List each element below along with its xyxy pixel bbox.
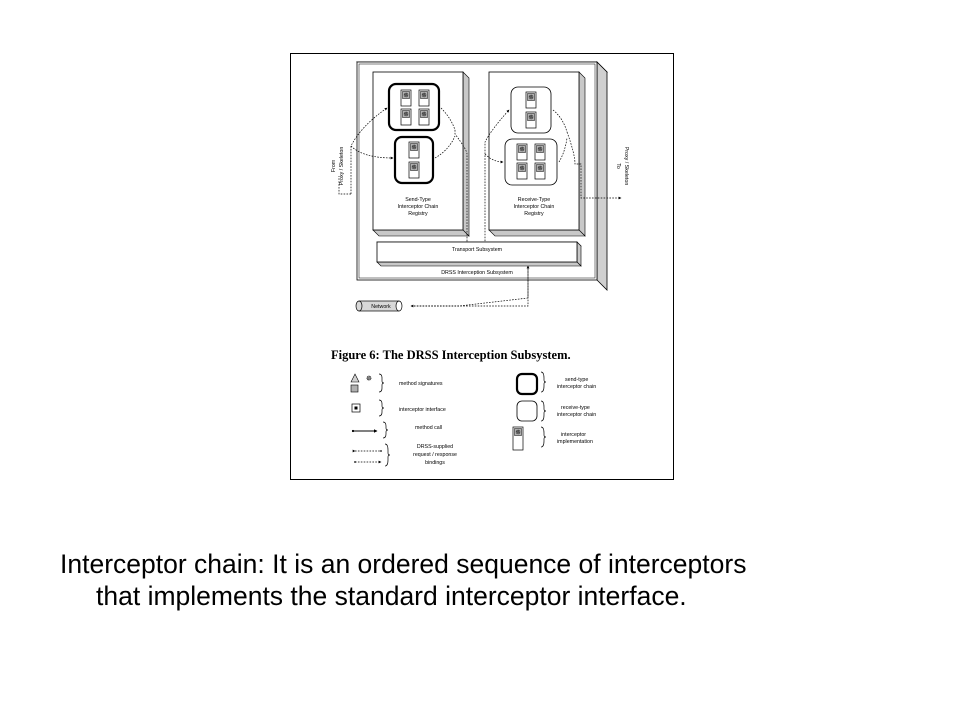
slide-body-text: Interceptor chain: It is an ordered sequ… xyxy=(60,548,940,612)
legend-send-chain-1: send-type xyxy=(565,377,588,383)
method-signature-triangle-icon xyxy=(350,373,360,383)
svg-text:✵: ✵ xyxy=(519,146,525,154)
method-signature-square-icon xyxy=(350,384,359,393)
network-cylinder xyxy=(355,300,403,312)
receive-registry-label-3: Registry xyxy=(524,211,544,217)
brace-icon xyxy=(384,443,391,467)
legend-method-call: method call xyxy=(415,425,442,431)
drss-diagram: Send-Type Interceptor Chain Registry Rec… xyxy=(331,61,629,467)
drss-subsystem-label: DRSS Interception Subsystem xyxy=(441,270,513,276)
to-label-1: To xyxy=(615,163,621,169)
receive-chain-1 xyxy=(510,86,552,134)
svg-text:✵: ✵ xyxy=(537,165,543,173)
interceptor-icon: ✵ xyxy=(408,161,420,179)
svg-text:✵: ✵ xyxy=(528,114,534,122)
legend-implementation-2: implementation xyxy=(557,439,593,445)
interceptor-icon: ✵ xyxy=(418,89,430,107)
binding-connectors xyxy=(350,107,622,308)
svg-text:✵: ✵ xyxy=(403,92,409,100)
brace-icon xyxy=(378,399,385,417)
interceptor-icon: ✵ xyxy=(400,89,412,107)
interceptor-icon: ✵ xyxy=(525,111,537,129)
method-signature-star-icon: ✵ xyxy=(366,374,373,383)
interceptor-icon: ✵ xyxy=(418,108,430,126)
interceptor-icon: ✵ xyxy=(408,141,420,159)
send-chain-1 xyxy=(387,82,441,132)
interceptor-implementation-legend-icon: ✵ xyxy=(512,426,524,451)
svg-text:✵: ✵ xyxy=(515,429,521,437)
svg-text:✵: ✵ xyxy=(403,111,409,119)
receive-registry-label-2: Interceptor Chain xyxy=(514,204,555,210)
svg-text:✵: ✵ xyxy=(519,165,525,173)
svg-text:✵: ✵ xyxy=(537,146,543,154)
svg-text:✵: ✵ xyxy=(411,144,417,152)
from-label-1: From xyxy=(331,159,337,172)
legend-interceptor-interface: interceptor interface xyxy=(399,407,446,413)
legend: ✵ method signatures interceptor interfac… xyxy=(350,371,596,467)
legend-drss-bindings-2: request / response xyxy=(413,452,457,458)
send-registry-label-3: Registry xyxy=(408,211,428,217)
brace-icon xyxy=(382,421,389,439)
send-registry-label-2: Interceptor Chain xyxy=(398,204,439,210)
network-label: Network xyxy=(371,304,391,310)
interceptor-icon: ✵ xyxy=(516,143,528,161)
svg-text:✵: ✵ xyxy=(421,111,427,119)
interceptor-icon: ✵ xyxy=(534,162,546,180)
svg-text:✵: ✵ xyxy=(421,92,427,100)
legend-implementation-1: interceptor xyxy=(561,432,586,438)
legend-receive-chain-2: interceptor chain xyxy=(557,412,596,418)
brace-icon xyxy=(540,400,547,422)
send-chain-legend-icon xyxy=(515,372,539,396)
interceptor-icon: ✵ xyxy=(525,91,537,109)
legend-drss-bindings-1: DRSS-supplied xyxy=(417,444,453,450)
receive-chain-2 xyxy=(504,138,558,186)
send-chain-2 xyxy=(393,135,435,185)
receive-chain-legend-icon xyxy=(516,400,538,422)
svg-text:✵: ✵ xyxy=(411,164,417,172)
svg-text:✵: ✵ xyxy=(528,94,534,102)
from-connector xyxy=(338,176,351,195)
brace-icon xyxy=(540,426,547,448)
legend-method-signatures: method signatures xyxy=(399,381,443,387)
send-registry-label-1: Send-Type xyxy=(405,197,431,203)
transport-label: Transport Subsystem xyxy=(452,247,503,253)
transport-subsystem-bar xyxy=(376,241,582,267)
interceptor-icon: ✵ xyxy=(400,108,412,126)
from-label-2: Proxy / Skeleton xyxy=(339,147,345,186)
figure-caption: Figure 6: The DRSS Interception Subsyste… xyxy=(331,348,571,362)
interceptor-icon: ✵ xyxy=(516,162,528,180)
legend-drss-bindings-3: bindings xyxy=(425,460,445,466)
interceptor-implementations: ✵ ✵ ✵ ✵ ✵ ✵ ✵ ✵ ✵ ✵ ✵ ✵ xyxy=(400,89,546,180)
to-label-2: Proxy / Skeleton xyxy=(623,147,629,186)
slide-text-line-1: Interceptor chain: It is an ordered sequ… xyxy=(60,549,747,579)
slide-text-line-2: that implements the standard interceptor… xyxy=(96,581,687,611)
legend-send-chain-2: interceptor chain xyxy=(557,384,596,390)
receive-registry-label-1: Receive-Type xyxy=(518,197,550,203)
brace-icon xyxy=(378,373,385,393)
interceptor-icon: ✵ xyxy=(534,143,546,161)
figure-frame: Send-Type Interceptor Chain Registry Rec… xyxy=(290,53,674,480)
brace-icon xyxy=(540,371,547,393)
legend-receive-chain-1: receive-type xyxy=(561,405,590,411)
